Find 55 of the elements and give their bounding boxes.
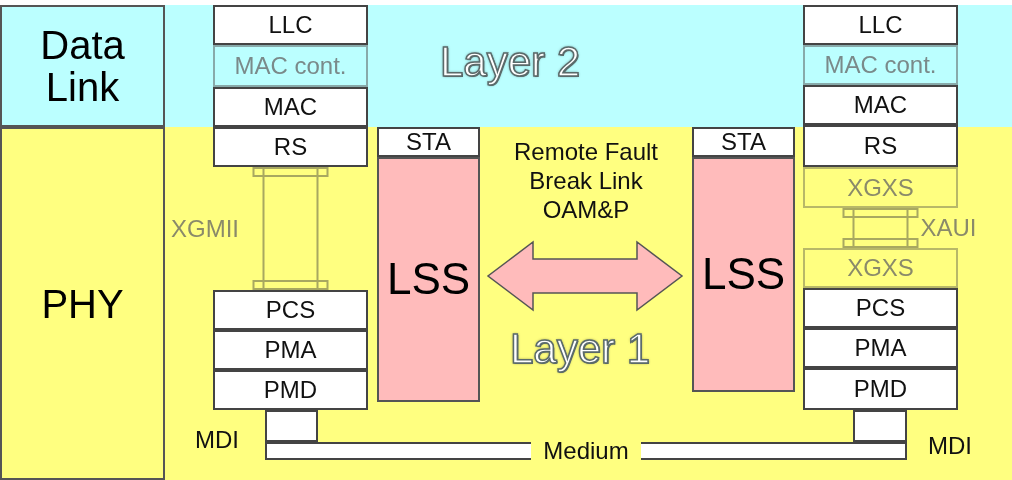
sublayer-box xyxy=(213,330,368,370)
sublayer-box xyxy=(213,370,368,410)
sublayer-label: PCS xyxy=(265,297,316,323)
layer-band xyxy=(165,5,1012,127)
layer-band xyxy=(165,127,1012,480)
sublayer-box xyxy=(803,368,958,410)
sublayer-box xyxy=(213,87,368,127)
sublayer-label: LLC xyxy=(268,12,313,38)
sublayer-box xyxy=(803,45,958,85)
sublayer-label: MAC cont. xyxy=(234,53,347,79)
sublayer-label: XGXS xyxy=(847,255,914,281)
sublayer-label: XGXS xyxy=(847,174,914,201)
sublayer-box xyxy=(213,5,368,45)
lss-box xyxy=(377,157,480,402)
sublayer-box xyxy=(803,288,958,328)
sublayer-box xyxy=(803,5,958,45)
sublayer-box xyxy=(803,248,958,288)
sublayer-box xyxy=(803,85,958,125)
mdi-connector xyxy=(265,410,318,442)
sta-label: STA xyxy=(406,129,451,155)
layer-label: Data Link xyxy=(39,24,126,108)
layer-band xyxy=(0,5,165,127)
double-arrow xyxy=(486,240,684,312)
sta-box xyxy=(377,127,480,157)
lss-label: LSS xyxy=(386,256,471,303)
interface-label: MDI xyxy=(195,426,239,454)
sublayer-label: LLC xyxy=(858,12,903,38)
sublayer-box xyxy=(213,45,368,87)
lss-box xyxy=(692,157,795,392)
sublayer-label: PMA xyxy=(854,335,907,361)
sublayer-label: MAC xyxy=(263,94,318,120)
layer-label: Layer 1 xyxy=(510,327,651,372)
mdi-connector xyxy=(853,410,907,442)
sublayer-label: PMD xyxy=(263,377,318,403)
sublayer-label: PMD xyxy=(853,376,908,402)
sublayer-label: MAC xyxy=(853,92,908,118)
sublayer-box xyxy=(803,167,958,208)
sublayer-box xyxy=(213,290,368,330)
sublayer-label: RS xyxy=(273,134,308,160)
sublayer-label: PMA xyxy=(264,337,317,363)
sublayer-box xyxy=(803,328,958,368)
sta-box xyxy=(692,127,795,157)
interface-link xyxy=(252,166,329,291)
interface-label: MDI xyxy=(928,432,972,460)
sublayer-label: PCS xyxy=(855,295,906,321)
lss-label: LSS xyxy=(701,251,786,298)
sta-label: STA xyxy=(721,129,766,155)
layer-label: Layer 2 xyxy=(440,40,581,85)
interface-link xyxy=(842,207,919,249)
sublayer-label: MAC cont. xyxy=(824,52,937,78)
sublayer-label: RS xyxy=(863,133,898,159)
sublayer-box xyxy=(213,127,368,167)
sublayer-box xyxy=(803,125,958,167)
layer-label: PHY xyxy=(41,282,124,325)
layer-band xyxy=(0,127,165,480)
